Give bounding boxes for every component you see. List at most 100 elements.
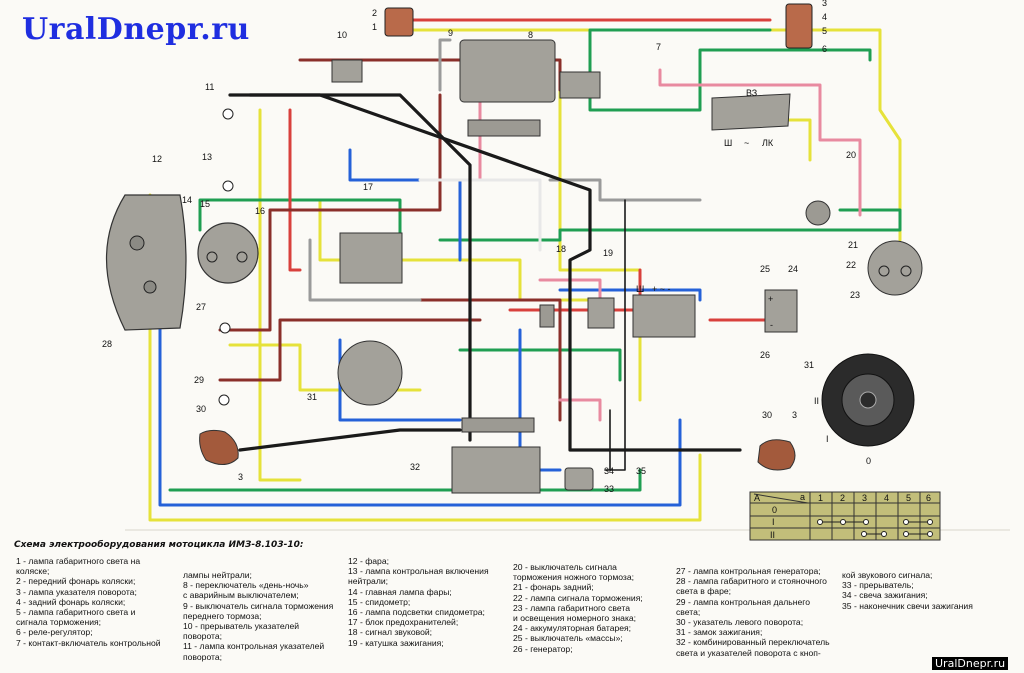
callout-18: 18 [556, 244, 566, 254]
legend-line: 29 - лампа контрольная дальнего [676, 596, 811, 607]
combined-switch-terminals [461, 417, 535, 433]
callout-7: 7 [656, 42, 661, 52]
legend-line: 9 - выключатель сигнала торможения [183, 600, 334, 611]
callout-3-secondary: 3 [238, 472, 243, 482]
wire-green-reg [588, 43, 872, 112]
legend-column-5: 27 - лампа контрольная генератора;28 - л… [676, 566, 836, 658]
turn-control-lamp [222, 108, 234, 120]
legend-line: 35 - наконечник свечи зажигания [842, 600, 973, 611]
left-turn-indicator [199, 429, 239, 465]
conn-dot-8 [903, 531, 909, 537]
wire-maroon-mid [418, 298, 562, 422]
conn-dot-7 [881, 531, 887, 537]
table-col-6: 6 [926, 493, 931, 503]
legend-line: 19 - катушка зажигания; [348, 637, 444, 648]
callout-29: 29 [194, 375, 204, 385]
legend-line: 5 - лампа габаритного света и [16, 607, 136, 618]
callout-31-secondary: 31 [804, 360, 814, 370]
battery-plus-label: + [768, 294, 773, 304]
legend-line: 32 - комбинированный переключатель [676, 637, 830, 648]
legend-line: коляске; [16, 566, 50, 577]
wire-green-left [198, 198, 402, 237]
legend-line: 23 - лампа габаритного света [513, 602, 630, 613]
callout-27: 27 [196, 302, 206, 312]
table-row-0: 0 [772, 505, 777, 515]
regulator-terminal-tilde: ~ [744, 138, 749, 148]
legend-line: 4 - задний фонарь коляски; [16, 596, 126, 607]
voltage-regulator [711, 93, 791, 131]
callout-3-secondary: 3 [792, 410, 797, 420]
legend-line: 7 - контакт-включатель контрольной [16, 637, 161, 648]
legend-line: поворота; [183, 631, 223, 642]
legend-line: 30 - указатель левого поворота; [676, 617, 804, 628]
callout-3: 3 [822, 0, 827, 8]
legend-line: 28 - лампа габаритного и стояночного [676, 576, 827, 587]
callout-22: 22 [846, 260, 856, 270]
wire-pink-low [558, 398, 602, 422]
callout-14: 14 [182, 195, 192, 205]
conn-dot-9 [927, 531, 933, 537]
callout-5: 5 [822, 26, 827, 36]
table-diagonal [753, 493, 809, 504]
legend-line: света в фаре; [676, 586, 732, 597]
generator-control-lamp [219, 322, 231, 334]
legend-column-6: кой звукового сигнала;33 - прерыватель;3… [842, 570, 1022, 611]
legend-line: переднего тормоза; [183, 610, 262, 621]
fuse-block [339, 232, 403, 284]
right-turn-indicator [757, 439, 796, 471]
site-footer-watermark: UralDnepr.ru [932, 657, 1009, 670]
callout-34: 34 [604, 466, 614, 476]
callout-31: 31 [307, 392, 317, 402]
table-col-1: 1 [818, 493, 823, 503]
switch-position-table: А а 1 2 3 4 5 6 0 I II [749, 491, 941, 541]
legend-column-2: лампы нейтрали;8 - переключатель «день-н… [183, 570, 343, 662]
turn-interrupter [331, 59, 363, 83]
table-corner-a: А [754, 493, 760, 503]
rear-lamp [867, 240, 923, 296]
callout-20: 20 [846, 150, 856, 160]
neutral-control-lamp [222, 180, 234, 192]
wire-green-top [588, 28, 772, 47]
callout-9: 9 [448, 28, 453, 38]
main-beam-lamp [129, 235, 145, 251]
legend-line: света и указателей поворота с кноп- [676, 647, 821, 658]
legend-line: 17 - блок предохранителей; [348, 617, 459, 628]
table-row-ii: II [770, 530, 775, 540]
wire-maroon-1 [218, 93, 442, 332]
legend-line: сигнала торможения; [16, 617, 102, 628]
site-logo: UralDnepr.ru [22, 12, 250, 47]
wire-pink-mid [538, 278, 602, 302]
wire-blue-upper [348, 148, 462, 262]
wire-blue-outer [158, 218, 682, 507]
legend-line: 6 - реле-регулятор; [16, 627, 93, 638]
wire-black-turn [238, 428, 462, 452]
legend-line: 25 - выключатель «массы»; [513, 633, 623, 644]
diagram-title: Схема электрооборудования мотоцикла ИМЗ-… [14, 540, 304, 550]
callout-6: 6 [822, 44, 827, 54]
battery-minus-label: - [770, 320, 773, 330]
table-corner-b: а [800, 492, 805, 502]
legend-line: 2 - передний фонарь коляски; [16, 576, 136, 587]
speedo-lamp-left [206, 251, 218, 263]
ignition-position-ii: II [814, 396, 819, 406]
legend-line: с аварийным выключателем; [183, 590, 299, 601]
legend-line: и освещения номерного знака; [513, 613, 637, 624]
conn-dot-4 [903, 519, 909, 525]
wire-maroon-lamp [218, 318, 482, 382]
callout-11: 11 [205, 82, 214, 92]
regulator-terminal-sh: Ш [724, 138, 732, 148]
ignition-switch-key [859, 391, 877, 409]
ignition-position-i: I [826, 434, 829, 444]
callout-16: 16 [255, 206, 265, 216]
callout-23: 23 [850, 290, 860, 300]
sidecar-rear-lamp-connector [785, 3, 813, 49]
conn-dot-3 [863, 519, 869, 525]
wire-blue-gen [558, 288, 702, 302]
legend-line: 18 - сигнал звуковой; [348, 627, 433, 638]
legend-line: 12 - фара; [348, 556, 389, 566]
wire-harness [148, 18, 902, 522]
callout-1: 1 [372, 22, 377, 32]
